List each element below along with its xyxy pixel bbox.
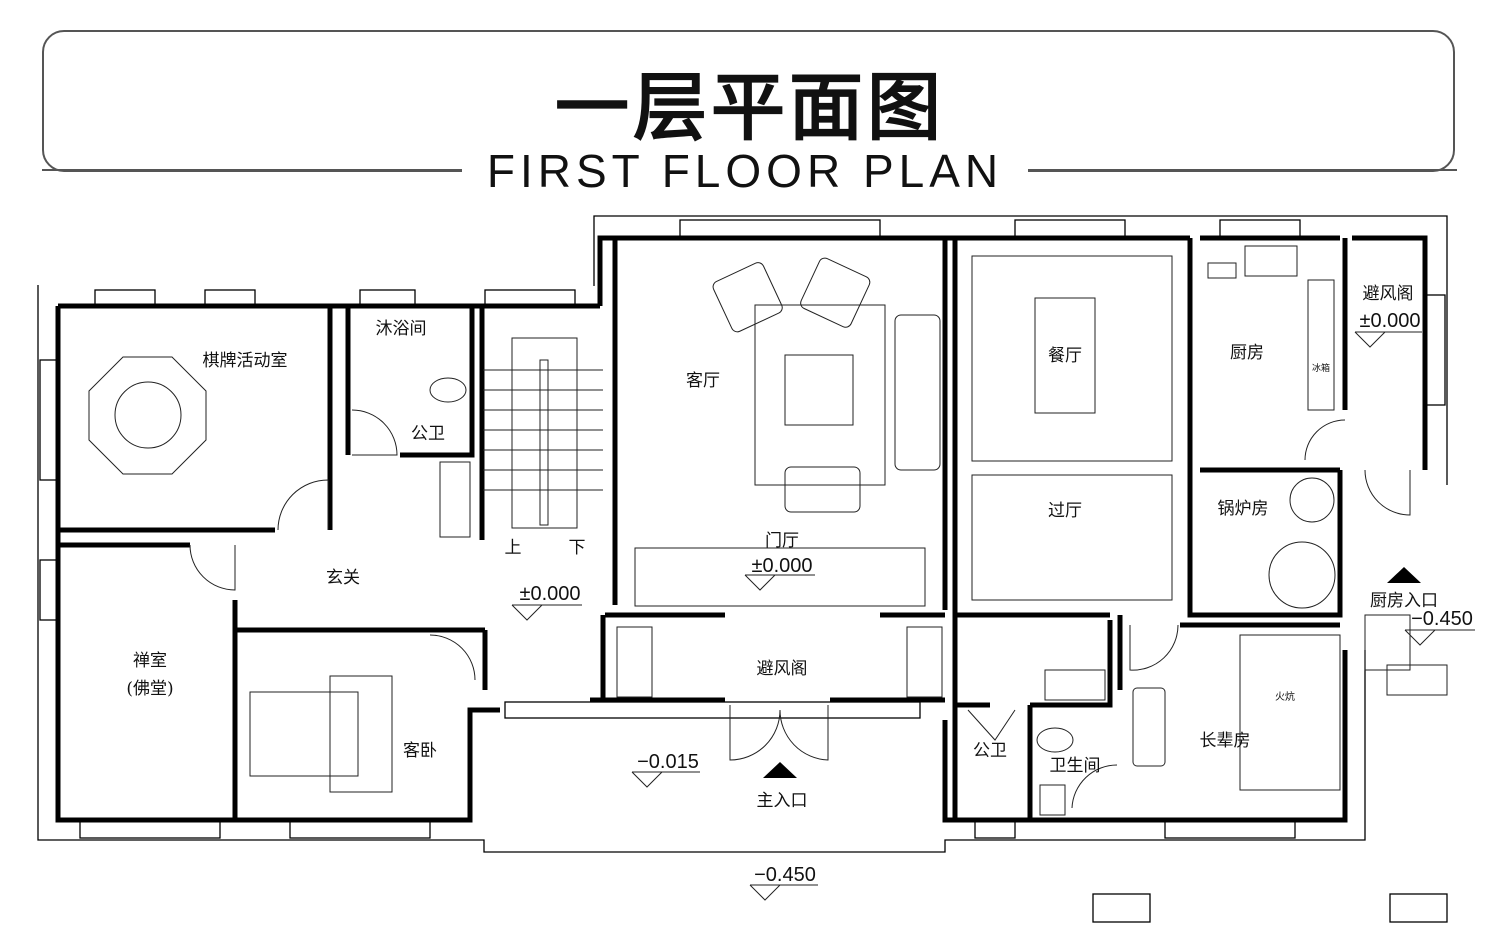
- level-markers: [511, 331, 1475, 901]
- room-label: 玄关: [326, 568, 360, 588]
- level-label: ±0.000: [1359, 310, 1420, 332]
- room-label: 避风阁: [1363, 284, 1414, 304]
- entry-mat: [634, 547, 926, 607]
- room-label: 公卫: [973, 741, 1007, 761]
- room-label: 主入口: [757, 791, 808, 811]
- armchair: [800, 257, 871, 328]
- sofa: [894, 314, 941, 471]
- legend-box: [1389, 893, 1448, 923]
- room-label: 棋牌活动室: [203, 351, 288, 371]
- sink-counter: [439, 461, 471, 538]
- legend-box: [1092, 893, 1151, 923]
- room-label: 门厅: [765, 531, 799, 551]
- page-subtitle: FIRST FLOOR PLAN: [462, 144, 1028, 198]
- level-label: ±0.000: [519, 583, 580, 605]
- level-label: −0.450: [754, 864, 816, 886]
- room-label: 客卧: [403, 741, 437, 761]
- armchair: [1132, 687, 1166, 767]
- page-title: 一层平面图: [555, 65, 945, 151]
- subtitle-rules: [42, 169, 1457, 171]
- octagon-table: [88, 356, 207, 475]
- room-label: 长辈房: [1200, 731, 1251, 751]
- toilet: [1036, 727, 1074, 753]
- level-label: −0.015: [637, 751, 699, 773]
- main-entrance-arrow-icon: [763, 762, 797, 778]
- guest-bed: [249, 691, 359, 777]
- level-label: ±0.000: [751, 555, 812, 577]
- exterior-walls: [37, 215, 1448, 853]
- room-label: 厨房: [1230, 343, 1264, 363]
- room-label: 卫生间: [1050, 756, 1101, 776]
- level-label: −0.450: [1411, 608, 1473, 630]
- room-label: (佛堂): [126, 679, 173, 699]
- room-label: 餐厅: [1048, 346, 1082, 366]
- bed-label: 火炕: [1275, 690, 1295, 703]
- room-label: 避风阁: [757, 659, 808, 679]
- appliance-label: 冰箱: [1312, 362, 1330, 374]
- dining-table: [1034, 297, 1096, 414]
- room-label: 禅室: [133, 651, 167, 671]
- room-label: 客厅: [686, 371, 720, 391]
- armchair: [712, 262, 783, 333]
- kitchen-entrance-arrow-icon: [1387, 567, 1421, 583]
- room-label: 沐浴间: [376, 319, 427, 339]
- windows: [39, 219, 1446, 839]
- door-swings: [189, 409, 1411, 809]
- interior-walls: [60, 238, 1348, 820]
- coffee-table: [784, 354, 854, 426]
- stairs-label: 上: [505, 538, 522, 558]
- stairs-label: 下: [569, 538, 586, 558]
- rug: [754, 304, 886, 486]
- stair-treads: [483, 369, 603, 491]
- toilet: [429, 377, 467, 403]
- furniture: [88, 245, 1448, 816]
- room-label: 过厅: [1048, 501, 1082, 521]
- room-label: 锅炉房: [1218, 499, 1269, 519]
- stair-well: [511, 337, 578, 529]
- room-label: 公卫: [411, 424, 445, 444]
- sofa-small: [784, 466, 861, 513]
- kang: [1239, 634, 1341, 791]
- room-label: 厨房入口: [1370, 591, 1438, 611]
